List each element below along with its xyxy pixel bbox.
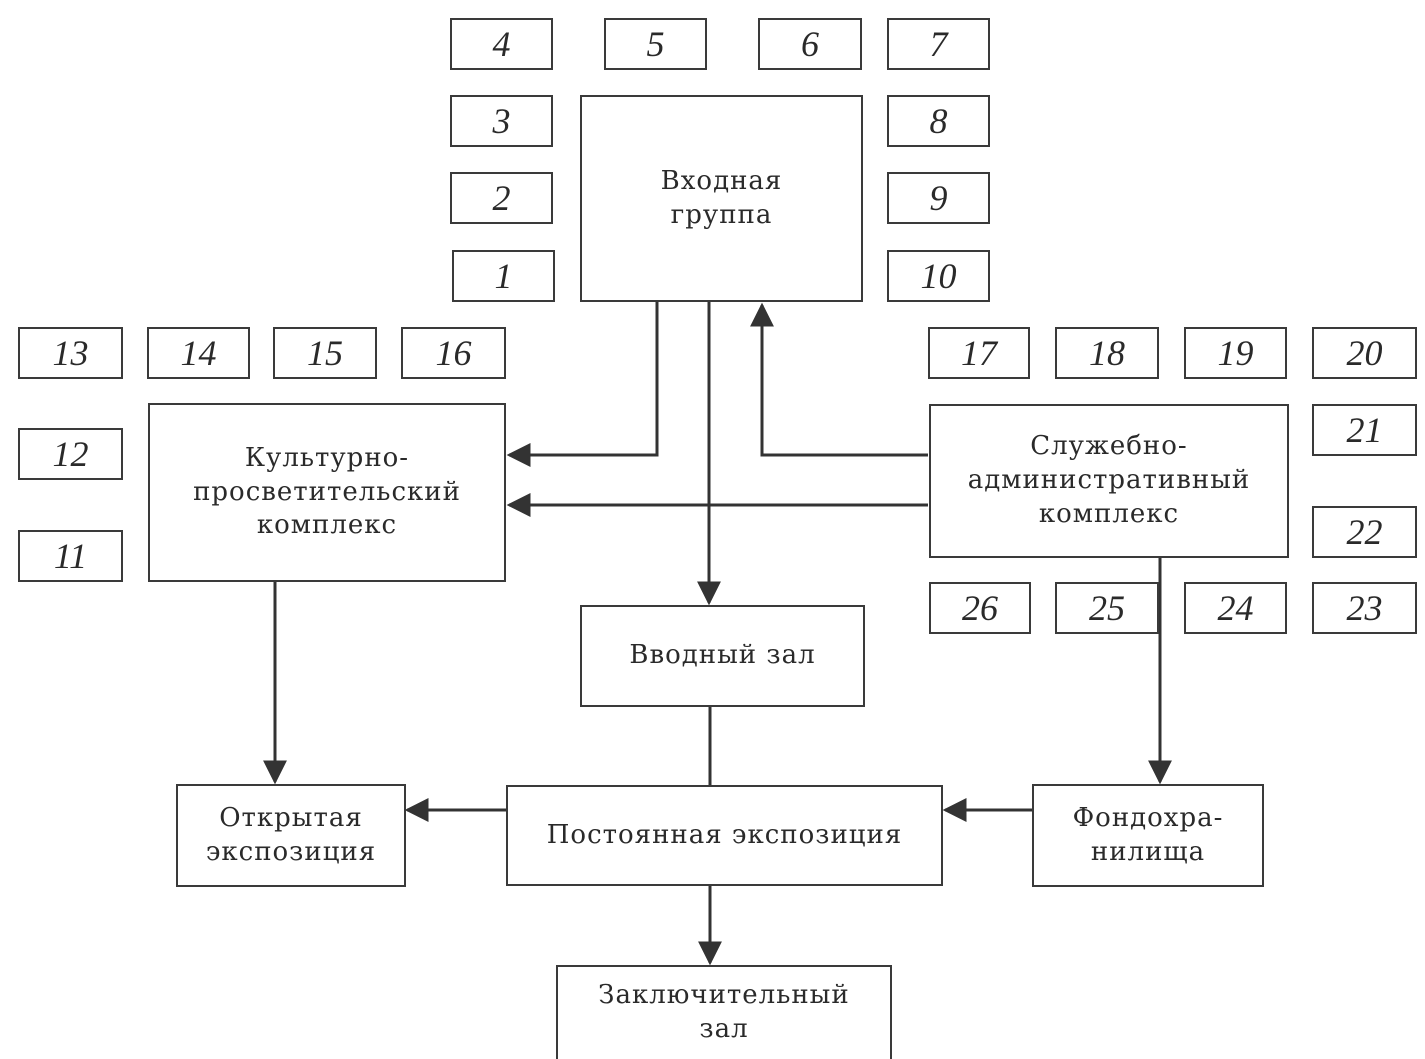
number-box-19: 19 [1184,327,1287,379]
arrow-entrance-to-cultural [506,302,659,467]
admin-complex-block: Служебно- административный комплекс [929,404,1289,558]
number-box-21: 21 [1312,404,1417,456]
open-exposition-block: Открытая экспозиция [176,784,406,887]
intro-hall-block: Вводный зал [580,605,865,707]
number-box-23: 23 [1312,582,1417,634]
number-box-14: 14 [147,327,250,379]
number-box-11: 11 [18,530,123,582]
number-box-10: 10 [887,250,990,302]
number-box-6: 6 [758,18,862,70]
permanent-exposition-block: Постоянная экспозиция [506,785,943,886]
number-box-9: 9 [887,172,990,224]
number-box-24: 24 [1184,582,1287,634]
number-box-20: 20 [1312,327,1417,379]
number-box-7: 7 [887,18,990,70]
number-box-5: 5 [604,18,707,70]
number-box-18: 18 [1055,327,1159,379]
storage-block: Фондохра- нилища [1032,784,1264,887]
number-box-4: 4 [450,18,553,70]
number-box-13: 13 [18,327,123,379]
final-hall-block: Заключительный зал [556,965,892,1059]
number-box-12: 12 [18,428,123,480]
number-box-22: 22 [1312,506,1417,558]
entrance-group-block: Входная группа [580,95,863,302]
number-box-8: 8 [887,95,990,147]
cultural-complex-block: Культурно- просветительский комплекс [148,403,506,582]
number-box-3: 3 [450,95,553,147]
number-box-15: 15 [273,327,377,379]
number-box-26: 26 [929,582,1031,634]
arrow-admin-to-entrance [750,302,928,457]
number-box-1: 1 [452,250,555,302]
number-box-17: 17 [928,327,1030,379]
number-box-2: 2 [450,172,553,224]
number-box-25: 25 [1055,582,1159,634]
number-box-16: 16 [401,327,506,379]
